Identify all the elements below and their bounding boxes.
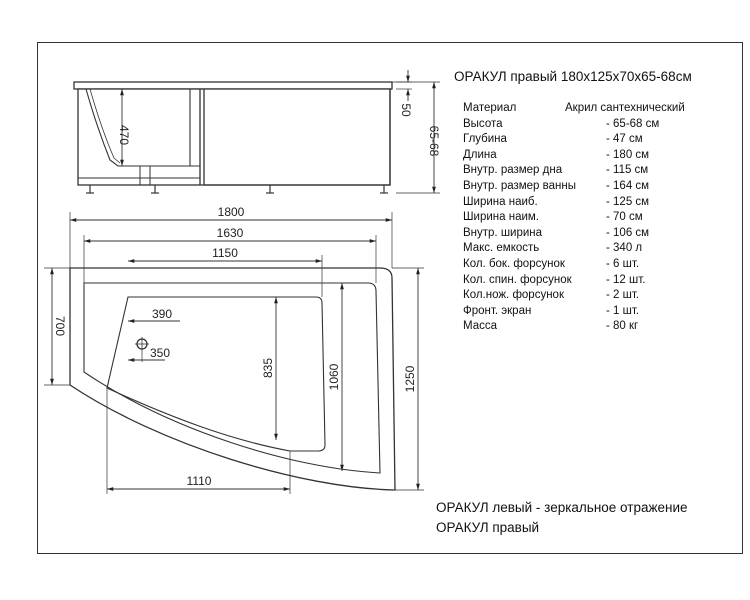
spec-label: Кол. спин. форсунок	[463, 273, 572, 286]
spec-value: Акрил сантехнический	[565, 102, 685, 114]
dim-1250: 1250	[403, 365, 417, 392]
spec-value: - 12 шт.	[606, 273, 646, 286]
spec-value: - 65-68 см	[606, 117, 660, 130]
spec-value: - 125 см	[606, 195, 650, 208]
dim-835: 835	[261, 358, 275, 378]
dim-1800: 1800	[218, 205, 245, 219]
dim-1630: 1630	[217, 226, 244, 240]
dim-390: 390	[152, 307, 172, 321]
dim-1150: 1150	[212, 246, 238, 260]
spec-label: Фронт. экран	[463, 304, 532, 317]
spec-label: Ширина наиб.	[463, 195, 538, 208]
spec-label: Материал	[463, 102, 517, 114]
spec-label: Масса	[463, 320, 498, 333]
spec-value: - 340 л	[606, 242, 643, 255]
top-view	[44, 212, 424, 494]
spec-label: Внутр. ширина	[463, 226, 543, 239]
spec-label: Внутр. размер дна	[463, 164, 563, 177]
dim-1110: 1110	[187, 474, 212, 488]
spec-value: - 2 шт.	[606, 289, 640, 302]
product-title: ОРАКУЛ правый 180x125x70x65-68см	[454, 69, 692, 84]
dim-350: 350	[150, 346, 170, 360]
spec-value: - 164 см	[606, 179, 650, 192]
spec-value: - 80 кг	[606, 320, 639, 333]
dim-65-68: 65-68	[427, 126, 441, 157]
spec-label: Глубина	[463, 133, 507, 146]
spec-value: - 70 см	[606, 211, 643, 224]
footer-model-name: ОРАКУЛ правый	[436, 520, 540, 535]
spec-label: Кол. бок. форсунок	[463, 257, 565, 270]
spec-label: Внутр. размер ванны	[463, 179, 576, 192]
side-view	[73, 70, 440, 194]
spec-value: - 47 см	[606, 133, 643, 146]
spec-label: Высота	[463, 117, 503, 130]
dim-50: 50	[399, 103, 413, 117]
spec-value: - 6 шт.	[606, 257, 640, 270]
drawing-frame	[37, 42, 743, 554]
dim-470: 470	[117, 125, 131, 145]
spec-value: - 1 шт.	[606, 304, 640, 317]
spec-value: - 115 см	[606, 164, 649, 177]
spec-label: Макс. емкость	[463, 242, 540, 255]
spec-value: - 180 см	[606, 148, 650, 161]
footer-mirror-note: ОРАКУЛ левый - зеркальное отражение	[436, 500, 688, 515]
spec-label: Длина	[463, 148, 497, 161]
spec-label: Кол.нож. форсунок	[463, 289, 564, 302]
dim-700: 700	[53, 316, 67, 336]
spec-label: Ширина наим.	[463, 211, 539, 224]
dim-1060: 1060	[327, 363, 341, 390]
spec-value: - 106 см	[606, 226, 650, 239]
